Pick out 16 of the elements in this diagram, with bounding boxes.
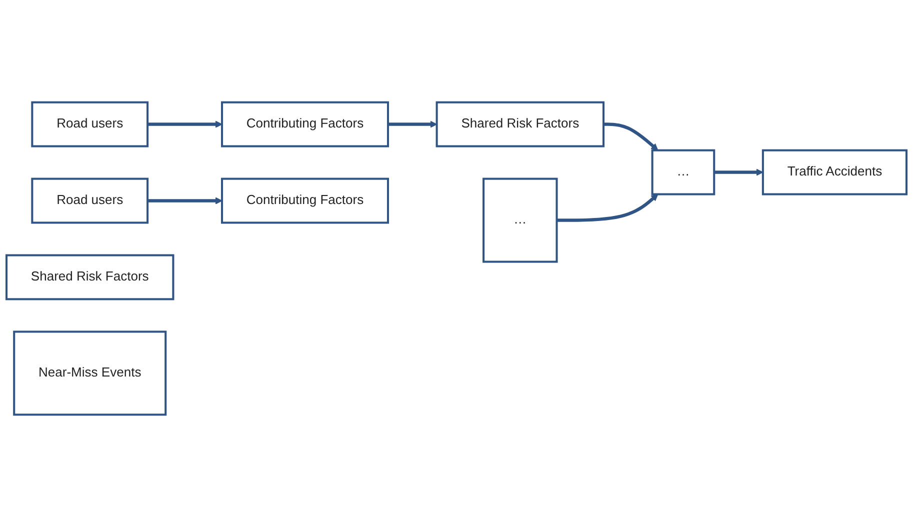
node-box: …: [651, 149, 716, 196]
arrow: [148, 120, 222, 128]
arrow: [604, 122, 658, 151]
arrow: [714, 168, 764, 176]
arrow: [388, 120, 438, 128]
node-box: Near-Miss Events: [13, 330, 167, 416]
node-box: Traffic Accidents: [762, 149, 908, 196]
node-box: Shared Risk Factors: [436, 101, 605, 148]
arrow: [148, 197, 222, 204]
node-box: …: [482, 178, 558, 263]
node-box: Contributing Factors: [221, 101, 390, 148]
node-box: Shared Risk Factors: [5, 254, 174, 300]
node-box: Contributing Factors: [221, 178, 390, 224]
node-box: Road users: [31, 178, 149, 224]
arrow: [556, 194, 658, 222]
node-box: Road users: [31, 101, 149, 148]
